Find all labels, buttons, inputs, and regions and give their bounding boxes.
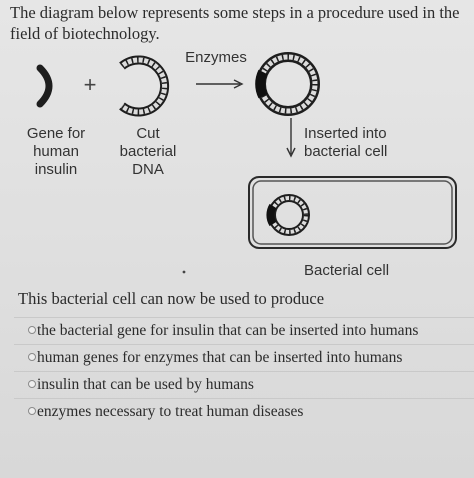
bacterial-cell-label: Bacterial cell bbox=[304, 262, 390, 279]
radio-button[interactable] bbox=[28, 353, 36, 361]
radio-button[interactable] bbox=[28, 380, 36, 388]
answer-option-1[interactable]: the bacterial gene for insulin that can … bbox=[14, 317, 474, 344]
enzymes-label: Enzymes bbox=[185, 49, 247, 66]
gene-fragment bbox=[36, 64, 53, 108]
answer-option-3[interactable]: insulin that can be used by humans bbox=[14, 371, 474, 398]
inserted-label: Inserted into bacterial cell bbox=[304, 125, 388, 160]
right-arrow-icon bbox=[196, 79, 244, 89]
stray-dot bbox=[182, 270, 186, 274]
option-text: insulin that can be used by humans bbox=[37, 376, 254, 393]
answer-option-2[interactable]: human genes for enzymes that can be inse… bbox=[14, 344, 474, 371]
down-arrow-icon bbox=[286, 118, 296, 158]
cut-dna-ring bbox=[119, 55, 170, 117]
intro-text: The diagram below represents some steps … bbox=[10, 3, 460, 43]
option-text: the bacterial gene for insulin that can … bbox=[37, 322, 419, 339]
biotech-diagram: + Enzymes bbox=[36, 49, 457, 274]
gene-label: Gene for human insulin bbox=[26, 125, 86, 178]
bacterial-cell bbox=[248, 176, 457, 249]
answer-option-4[interactable]: enzymes necessary to treat human disease… bbox=[14, 398, 474, 425]
answer-options: the bacterial gene for insulin that can … bbox=[14, 317, 474, 425]
cut-dna-label: Cut bacterial DNA bbox=[119, 125, 177, 178]
option-text: human genes for enzymes that can be inse… bbox=[37, 349, 403, 366]
question-text: This bacterial cell can now be used to p… bbox=[18, 289, 325, 308]
radio-button[interactable] bbox=[28, 326, 36, 334]
plus-sign: + bbox=[84, 72, 97, 97]
option-text: enzymes necessary to treat human disease… bbox=[37, 403, 304, 420]
recombinant-plasmid bbox=[255, 52, 320, 116]
radio-button[interactable] bbox=[28, 407, 36, 415]
